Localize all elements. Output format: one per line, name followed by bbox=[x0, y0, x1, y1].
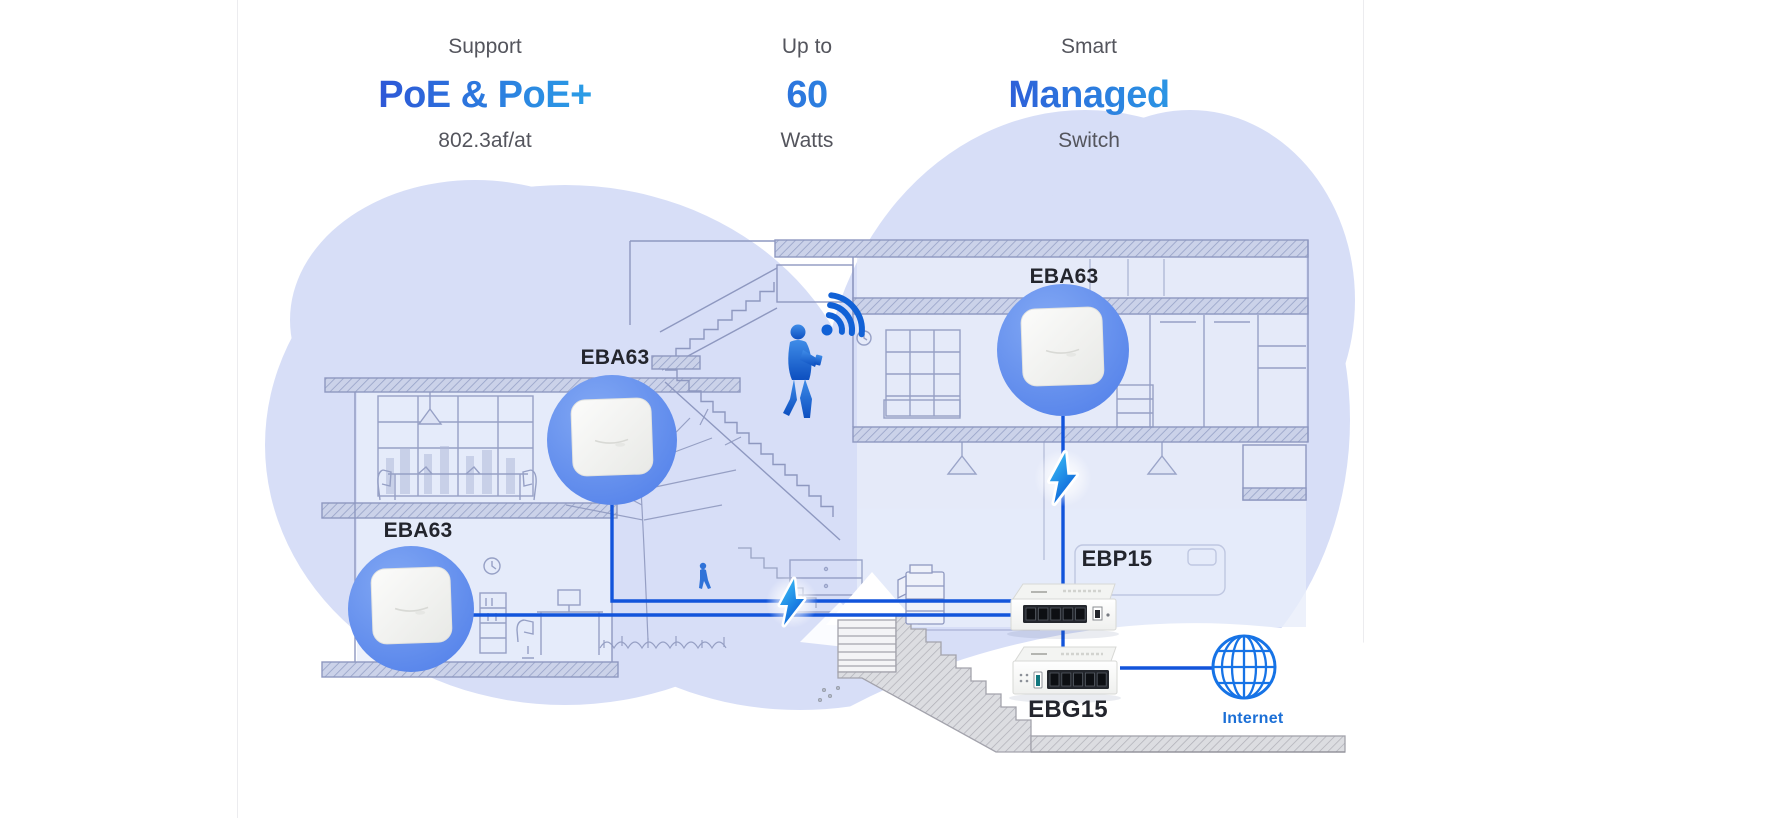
office-room bbox=[479, 557, 603, 659]
feature-poe: Support PoE & PoE+ 802.3af/at bbox=[325, 34, 645, 154]
feature-watts-headline: 60 bbox=[647, 72, 967, 118]
gateway-device bbox=[1009, 646, 1121, 703]
access-point-middle bbox=[547, 375, 677, 505]
feature-poe-subtext: 802.3af/at bbox=[438, 129, 532, 152]
lightning-bolt-icon bbox=[1034, 449, 1092, 507]
ap-label-left: EBA63 bbox=[383, 519, 453, 542]
internet-globe-icon bbox=[1211, 634, 1277, 700]
ap-label-right: EBA63 bbox=[1029, 265, 1099, 288]
terrain bbox=[738, 547, 1346, 753]
feature-managed: Smart Managed Switch bbox=[929, 34, 1249, 154]
poe-switch-device bbox=[1007, 583, 1119, 639]
walking-person-silhouette bbox=[699, 562, 711, 589]
copier bbox=[897, 564, 945, 625]
dining-room bbox=[377, 392, 537, 501]
ap-label-middle: EBA63 bbox=[580, 346, 650, 369]
switch-label: EBP15 bbox=[1081, 546, 1153, 571]
living-room bbox=[856, 315, 1306, 428]
feature-managed-subtext: Switch bbox=[1058, 129, 1120, 152]
feature-poe-kicker: Support bbox=[448, 35, 522, 58]
feature-watts-subtext: Watts bbox=[780, 129, 834, 152]
lightning-bolt-icon bbox=[766, 576, 818, 628]
access-point-left bbox=[348, 546, 474, 672]
internet-label: Internet bbox=[1222, 710, 1284, 727]
access-point-right bbox=[997, 284, 1129, 416]
content-left-border bbox=[237, 0, 238, 818]
feature-poe-headline: PoE & PoE+ bbox=[325, 72, 645, 118]
person-silhouette bbox=[783, 324, 823, 418]
feature-watts-kicker: Up to bbox=[781, 35, 833, 58]
content-right-border bbox=[1363, 0, 1364, 818]
feature-watts: Up to 60 Watts bbox=[647, 34, 967, 154]
gateway-label: EBG15 bbox=[1028, 696, 1108, 723]
feature-managed-kicker: Smart bbox=[1060, 35, 1117, 58]
lower-right-annex bbox=[1242, 444, 1307, 501]
stairwell bbox=[629, 240, 854, 541]
wifi-icon bbox=[821, 292, 865, 338]
feature-managed-headline: Managed bbox=[929, 72, 1249, 118]
